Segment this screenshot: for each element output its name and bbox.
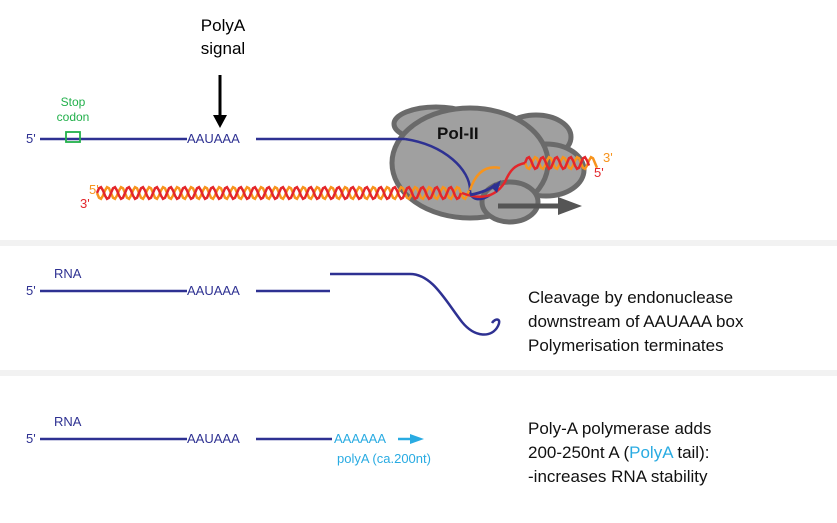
dna-strand-red-downstream [523, 155, 591, 171]
rna-label-bottom: RNA [54, 414, 82, 429]
cleavage-description: Cleavage by endonuclease downstream of A… [528, 286, 743, 358]
polya-desc-line2: 200-250nt A (PolyA tail): [528, 441, 711, 465]
five-prime-label-top: 5' [26, 131, 36, 146]
polya-highlight: PolyA [629, 443, 673, 462]
stop-codon-label: Stop codon [50, 95, 96, 125]
dna-strand-red [95, 185, 463, 201]
polya-tail-arrow-head [410, 434, 424, 444]
direction-arrow-head [558, 197, 582, 215]
cleaved-rna-fragment [330, 272, 501, 336]
aauaaa-motif-middle: AAUAAA [187, 283, 240, 298]
five-prime-label-bottom: 5' [26, 431, 36, 446]
stop-codon-line2: codon [56, 110, 90, 124]
dna-strand-orange-downstream [523, 155, 599, 171]
separator-band [0, 370, 837, 376]
separator-band [0, 240, 837, 246]
dna-right-bottom-label: 5' [594, 165, 604, 180]
pol-ii-label: Pol-II [437, 124, 479, 143]
aauaaa-motif-top: AAUAAA [187, 131, 240, 146]
five-prime-label-middle: 5' [26, 283, 36, 298]
polya-signal-line1: PolyA [200, 16, 246, 35]
stop-codon-box [65, 131, 81, 143]
signal-arrow-head [213, 115, 227, 128]
rna-label-middle: RNA [54, 266, 82, 281]
bubble-template-top [468, 166, 501, 191]
polya-signal-line2: signal [200, 39, 246, 58]
dna-strand-orange [95, 185, 471, 201]
polya-desc-line3: -increases RNA stability [528, 467, 708, 486]
dna-left-bottom-label: 3' [80, 196, 90, 211]
cleavage-desc-line: downstream of AAUAAA box [528, 312, 744, 331]
polya-desc-line1: Poly-A polymerase adds [528, 419, 712, 438]
polya-signal-label: PolyA signal [195, 14, 251, 60]
polya-desc-line2-post: tail): [672, 443, 710, 462]
polya-description: Poly-A polymerase adds 200-250nt A (Poly… [528, 417, 711, 489]
dna-left-top-label: 5' [89, 182, 99, 197]
aauaaa-motif-bottom: AAUAAA [187, 431, 240, 446]
stop-codon-line1: Stop [60, 95, 86, 109]
nascent-rna-head [491, 180, 501, 193]
dna-right-top-label: 3' [603, 150, 613, 165]
polya-desc-line2-pre: 200-250nt A ( [528, 443, 630, 462]
polya-tail-sequence: AAAAAA [334, 431, 387, 446]
cleavage-desc-line: Polymerisation terminates [528, 336, 724, 355]
polya-tail-label: polyA (ca.200nt) [337, 451, 431, 466]
cleavage-desc-line: Cleavage by endonuclease [528, 288, 734, 307]
bubble-template-bottom [461, 161, 526, 199]
